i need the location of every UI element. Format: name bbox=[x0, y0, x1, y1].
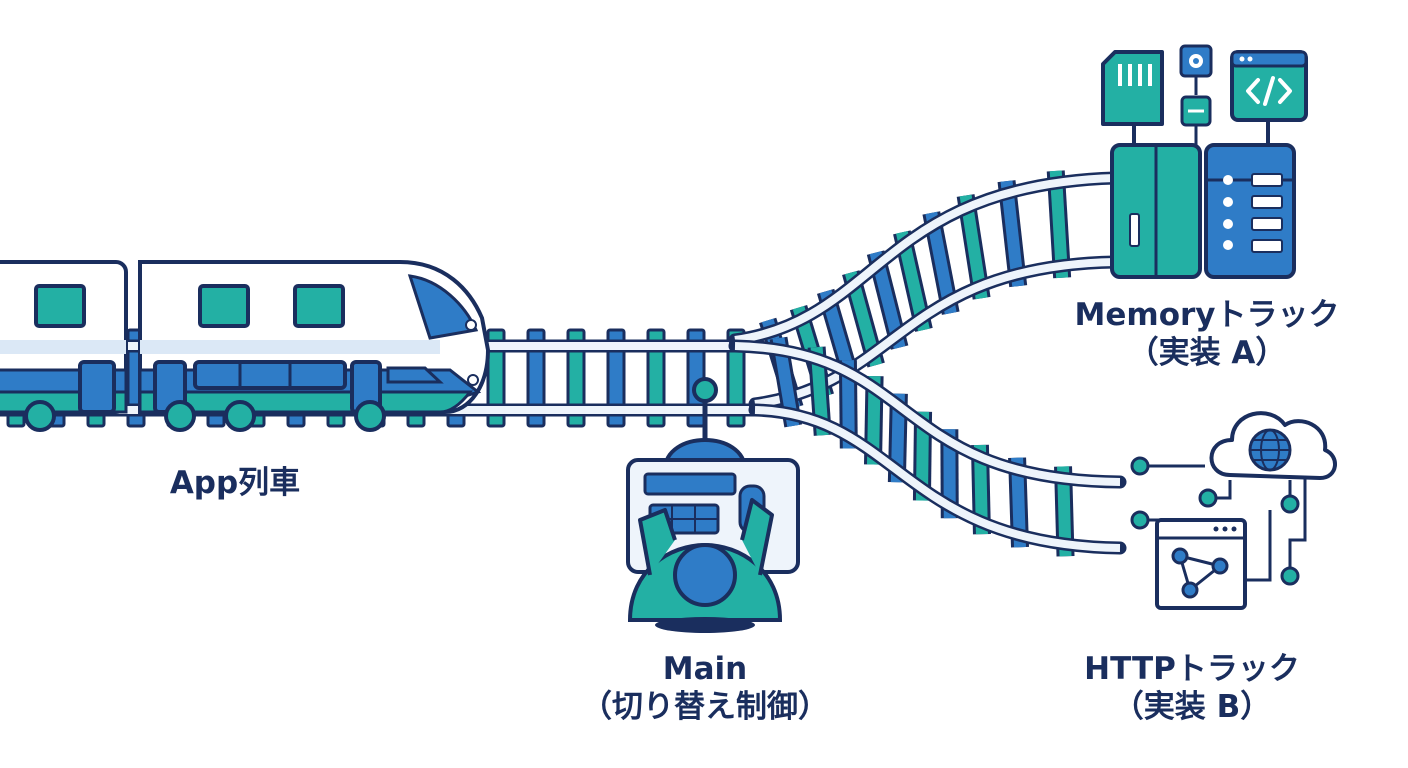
http-track-label: HTTPトラック （実装 B） bbox=[1062, 650, 1322, 726]
track-tie bbox=[486, 328, 506, 428]
memory-card-icon bbox=[1101, 50, 1164, 145]
memory-track-title: Memoryトラック bbox=[1074, 297, 1340, 333]
train-icon bbox=[0, 260, 491, 432]
operator-console-icon bbox=[626, 377, 800, 633]
memory-track bbox=[728, 170, 1122, 411]
memory-track-impl: （実装 A） bbox=[1127, 335, 1287, 371]
memory-track-label: Memoryトラック （実装 A） bbox=[1062, 296, 1352, 372]
track-tie bbox=[606, 328, 626, 428]
gear-icon bbox=[1179, 44, 1213, 145]
train-label: App列車 bbox=[140, 464, 330, 502]
cloud-globe-icon bbox=[1209, 411, 1337, 480]
track-tie bbox=[646, 328, 666, 428]
server-rack-icon bbox=[1110, 143, 1296, 279]
code-window-icon bbox=[1230, 50, 1308, 145]
train-label-text: App列車 bbox=[169, 465, 301, 501]
track-tie bbox=[726, 328, 746, 428]
http-track bbox=[728, 336, 1127, 557]
http-track-impl: （実装 B） bbox=[1112, 689, 1272, 725]
http-track-title: HTTPトラック bbox=[1084, 651, 1300, 687]
main-label-title: Main bbox=[662, 651, 748, 687]
network-window-icon bbox=[1130, 456, 1307, 610]
track-tie bbox=[566, 328, 586, 428]
track-tie bbox=[526, 328, 546, 428]
main-label-desc: （切り替え制御） bbox=[581, 689, 829, 725]
main-label: Main （切り替え制御） bbox=[560, 650, 850, 726]
